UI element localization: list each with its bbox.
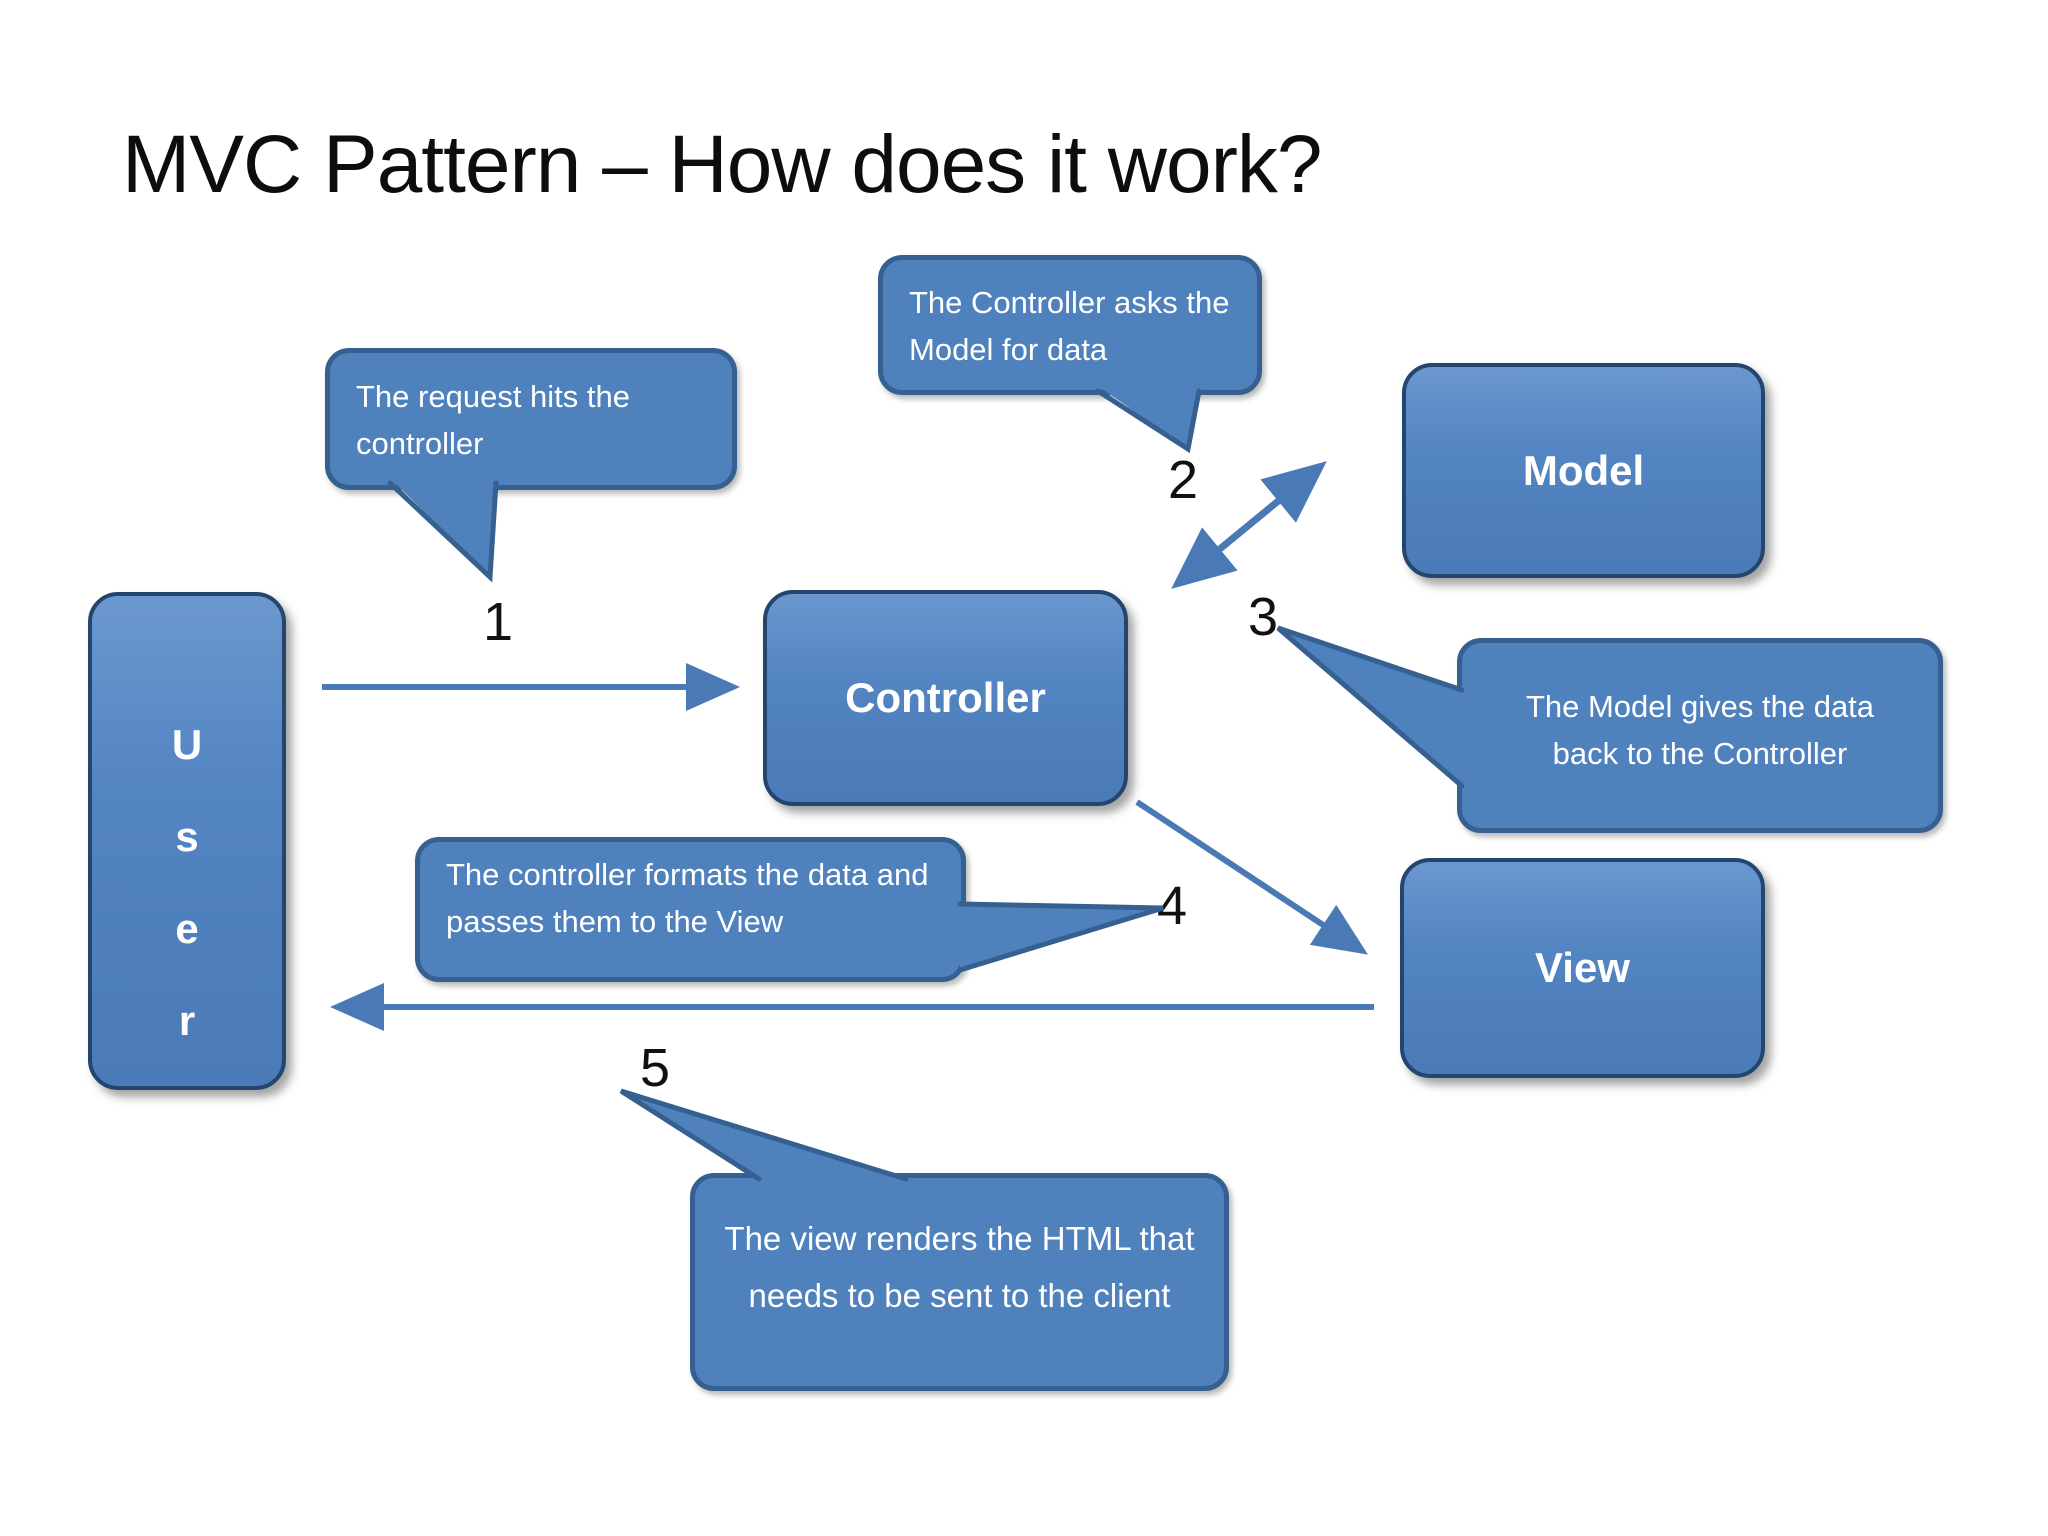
user-letter: e — [175, 905, 199, 952]
page-title: MVC Pattern – How does it work? — [122, 119, 1322, 210]
node-view-label: View — [1535, 944, 1630, 991]
user-letter: U — [171, 721, 203, 768]
step-number-3: 3 — [1247, 587, 1279, 647]
callout-step-4: The controller formats the data and pass… — [415, 837, 966, 982]
node-model: Model — [1402, 363, 1765, 578]
user-letter: r — [178, 997, 196, 1044]
step-number-1: 1 — [482, 592, 514, 652]
node-controller-label: Controller — [845, 674, 1046, 721]
callout-step-2: The Controller asks the Model for data — [878, 255, 1262, 395]
node-user: U s e r — [88, 592, 286, 1090]
node-view: View — [1400, 858, 1765, 1078]
arrow-controller-model-icon — [1171, 461, 1327, 589]
node-model-label: Model — [1522, 446, 1645, 494]
step-number-4: 4 — [1156, 876, 1188, 936]
node-controller: Controller — [763, 590, 1128, 806]
step-number-5: 5 — [639, 1038, 671, 1098]
callout-step-5: The view renders the HTML that needs to … — [690, 1173, 1229, 1391]
callout-step-3: The Model gives the data back to the Con… — [1457, 638, 1943, 833]
user-letter: s — [175, 813, 199, 860]
callout-step-1: The request hits the controller — [325, 348, 737, 490]
step-number-2: 2 — [1167, 450, 1199, 510]
